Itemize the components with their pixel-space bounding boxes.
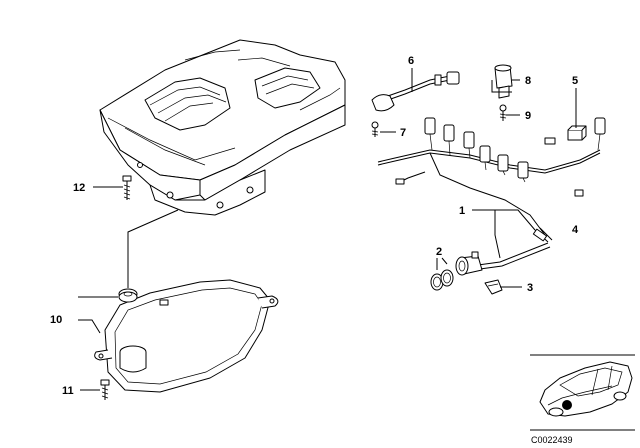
gear-sensor-plug (455, 242, 551, 276)
callout-labels: 1 2 3 4 5 6 7 8 9 10 11 12 (50, 55, 579, 397)
valve-body (99, 39, 346, 216)
callout-9: 9 (525, 110, 531, 122)
callout-10: 10 (50, 314, 62, 326)
clip-3 (484, 279, 503, 295)
callout-12: 12 (73, 182, 85, 194)
callout-2: 2 (436, 246, 442, 258)
callout-1: 1 (459, 205, 465, 217)
seal-ring (118, 288, 138, 303)
screw-9 (499, 104, 507, 121)
screw-7 (371, 121, 379, 137)
screw-12 (122, 175, 132, 200)
callout-7: 7 (400, 127, 406, 139)
connector-5 (567, 125, 587, 141)
wiring-harness (377, 117, 606, 243)
callout-11: 11 (62, 385, 74, 397)
callout-5: 5 (572, 75, 578, 87)
location-marker-icon (562, 400, 572, 410)
o-rings (430, 269, 454, 291)
leader-valve-to-filter (127, 209, 179, 288)
callout-8: 8 (525, 75, 531, 87)
connector-4 (544, 137, 556, 145)
vehicle-inset: C0022439 (530, 354, 635, 445)
callout-4: 4 (572, 224, 579, 236)
diagram-code: C0022439 (531, 435, 573, 445)
callout-6: 6 (408, 55, 414, 67)
sensor-cable (371, 71, 460, 112)
leader-lines (78, 68, 577, 391)
callout-3: 3 (527, 282, 533, 294)
oil-filter (94, 279, 279, 393)
screw-11 (100, 379, 110, 400)
sensor-8 (494, 64, 513, 99)
